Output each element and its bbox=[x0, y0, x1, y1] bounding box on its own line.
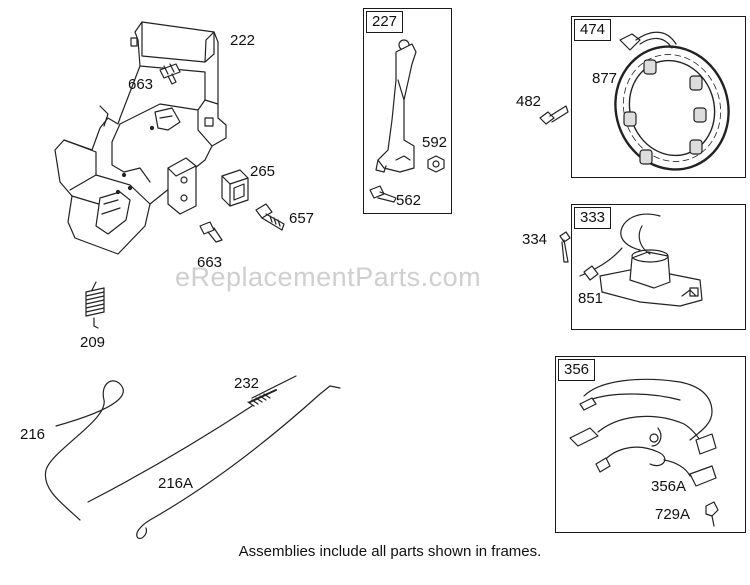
wire-harness-356 bbox=[569, 378, 719, 527]
frame-label-227: 227 bbox=[366, 11, 404, 33]
ignition-coil-333 bbox=[579, 213, 703, 307]
frame-label-333: 333 bbox=[574, 207, 612, 229]
nut-592 bbox=[427, 155, 445, 173]
part-label-663-lower: 663 bbox=[197, 254, 223, 271]
rod-216a bbox=[136, 385, 341, 539]
lever-plate bbox=[167, 157, 197, 215]
frame-label-474: 474 bbox=[574, 19, 612, 41]
cable-232 bbox=[87, 375, 297, 503]
clip-265 bbox=[221, 169, 249, 207]
lever-227 bbox=[369, 39, 417, 203]
screw-334 bbox=[559, 231, 571, 263]
frame-333 bbox=[571, 204, 746, 330]
frame-label-356: 356 bbox=[558, 359, 596, 381]
part-label-562: 562 bbox=[396, 192, 422, 209]
bolt-663-upper bbox=[159, 63, 181, 85]
frame-356 bbox=[555, 356, 746, 533]
part-label-216a: 216A bbox=[158, 475, 194, 492]
frame-227 bbox=[363, 8, 452, 214]
part-label-334: 334 bbox=[522, 231, 548, 248]
part-label-222: 222 bbox=[230, 32, 256, 49]
part-label-216: 216 bbox=[20, 426, 46, 443]
part-label-851: 851 bbox=[578, 290, 604, 307]
part-label-877: 877 bbox=[592, 70, 618, 87]
screw-657 bbox=[255, 203, 285, 231]
rod-216 bbox=[44, 380, 124, 521]
part-label-356a: 356A bbox=[651, 478, 687, 495]
alternator-474 bbox=[614, 31, 730, 171]
part-label-657: 657 bbox=[289, 210, 315, 227]
part-label-209: 209 bbox=[80, 334, 106, 351]
part-label-482: 482 bbox=[516, 93, 542, 110]
bolt-482 bbox=[539, 105, 569, 125]
control-bracket-222 bbox=[54, 21, 227, 255]
part-label-729a: 729A bbox=[655, 506, 691, 523]
part-label-592: 592 bbox=[422, 134, 448, 151]
caption: Assemblies include all parts shown in fr… bbox=[238, 543, 542, 560]
part-label-265: 265 bbox=[250, 163, 276, 180]
watermark: eReplacementParts.com bbox=[175, 262, 482, 292]
screw-663-lower bbox=[199, 221, 223, 243]
frame-474 bbox=[571, 16, 746, 178]
part-label-232: 232 bbox=[234, 375, 260, 392]
spring-209 bbox=[85, 281, 105, 329]
part-label-663-upper: 663 bbox=[128, 76, 154, 93]
